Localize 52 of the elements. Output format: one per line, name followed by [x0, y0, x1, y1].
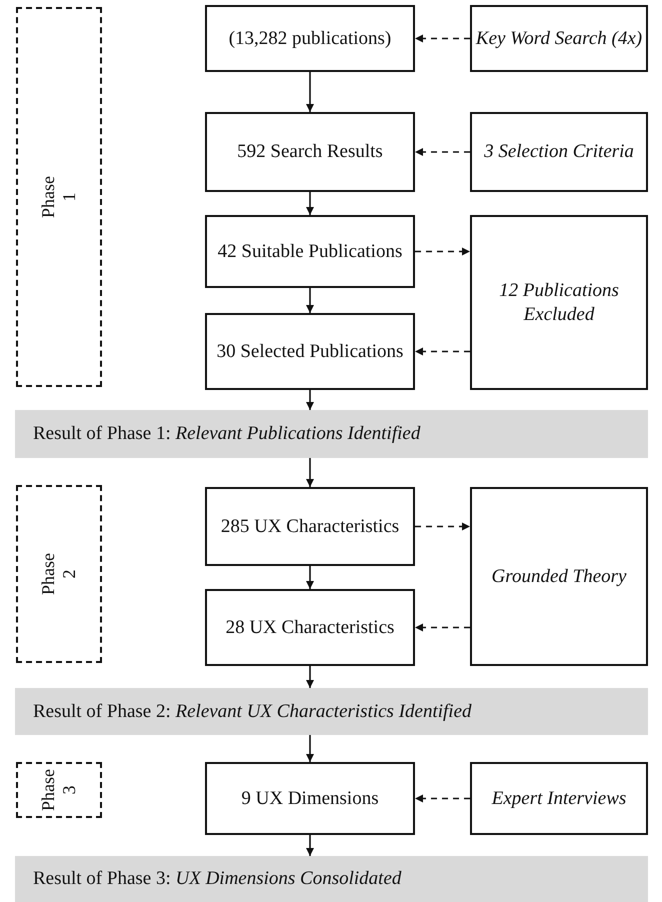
box-text: (13,282 publications): [228, 26, 392, 50]
process-box: [205, 215, 415, 288]
arrow: [415, 348, 470, 356]
process-box: [205, 762, 415, 835]
box-text: Grounded Theory: [492, 564, 626, 588]
phase-label: Phase 1: [38, 175, 80, 220]
process-box: [205, 313, 415, 390]
arrow: [415, 522, 470, 530]
result-band: [15, 410, 648, 458]
process-box: [205, 5, 415, 72]
phase-label: Phase 2: [38, 552, 80, 597]
phase-box: [16, 762, 102, 818]
process-box: [470, 762, 648, 835]
arrow: [415, 148, 470, 156]
arrow: [306, 72, 314, 112]
process-box: [470, 5, 648, 72]
arrow: [306, 666, 314, 688]
box-text: Result of Phase 1: Relevant Publications Identified: [33, 422, 420, 446]
arrow: [415, 794, 470, 802]
box-text: Expert Interviews: [492, 786, 626, 810]
arrow: [306, 835, 314, 856]
box-text: 42 Suitable Publications: [218, 240, 402, 264]
box-text: 30 Selected Publications: [216, 340, 404, 364]
process-box: [470, 215, 648, 390]
box-text: 12 Publications Excluded: [498, 278, 620, 326]
box-text: Key Word Search (4x): [476, 26, 642, 50]
phase-box: [16, 485, 102, 663]
process-box: [205, 112, 415, 192]
box-text: 9 UX Dimensions: [241, 786, 379, 810]
box-text: 592 Search Results: [237, 140, 383, 164]
arrow: [306, 458, 314, 487]
arrow: [306, 735, 314, 762]
arrow: [306, 288, 314, 313]
process-box: [205, 589, 415, 666]
phase-label: Phase 3: [38, 768, 80, 813]
arrow: [415, 624, 470, 632]
process-box: [205, 487, 415, 566]
result-band: [15, 688, 648, 735]
process-box: [470, 487, 648, 666]
arrow: [306, 390, 314, 410]
result-band: [15, 856, 648, 902]
process-box: [470, 112, 648, 192]
arrow: [306, 566, 314, 589]
arrow: [415, 248, 470, 256]
box-text: 3 Selection Criteria: [484, 140, 634, 164]
phase-box: [16, 7, 102, 387]
box-text: 285 UX Characteristics: [220, 514, 400, 538]
box-text: Result of Phase 3: UX Dimensions Consolidated: [33, 867, 402, 891]
arrow: [415, 34, 470, 42]
arrow: [306, 192, 314, 215]
box-text: 28 UX Characteristics: [226, 616, 394, 640]
box-text: Result of Phase 2: Relevant UX Characteristics Identified: [33, 700, 472, 724]
